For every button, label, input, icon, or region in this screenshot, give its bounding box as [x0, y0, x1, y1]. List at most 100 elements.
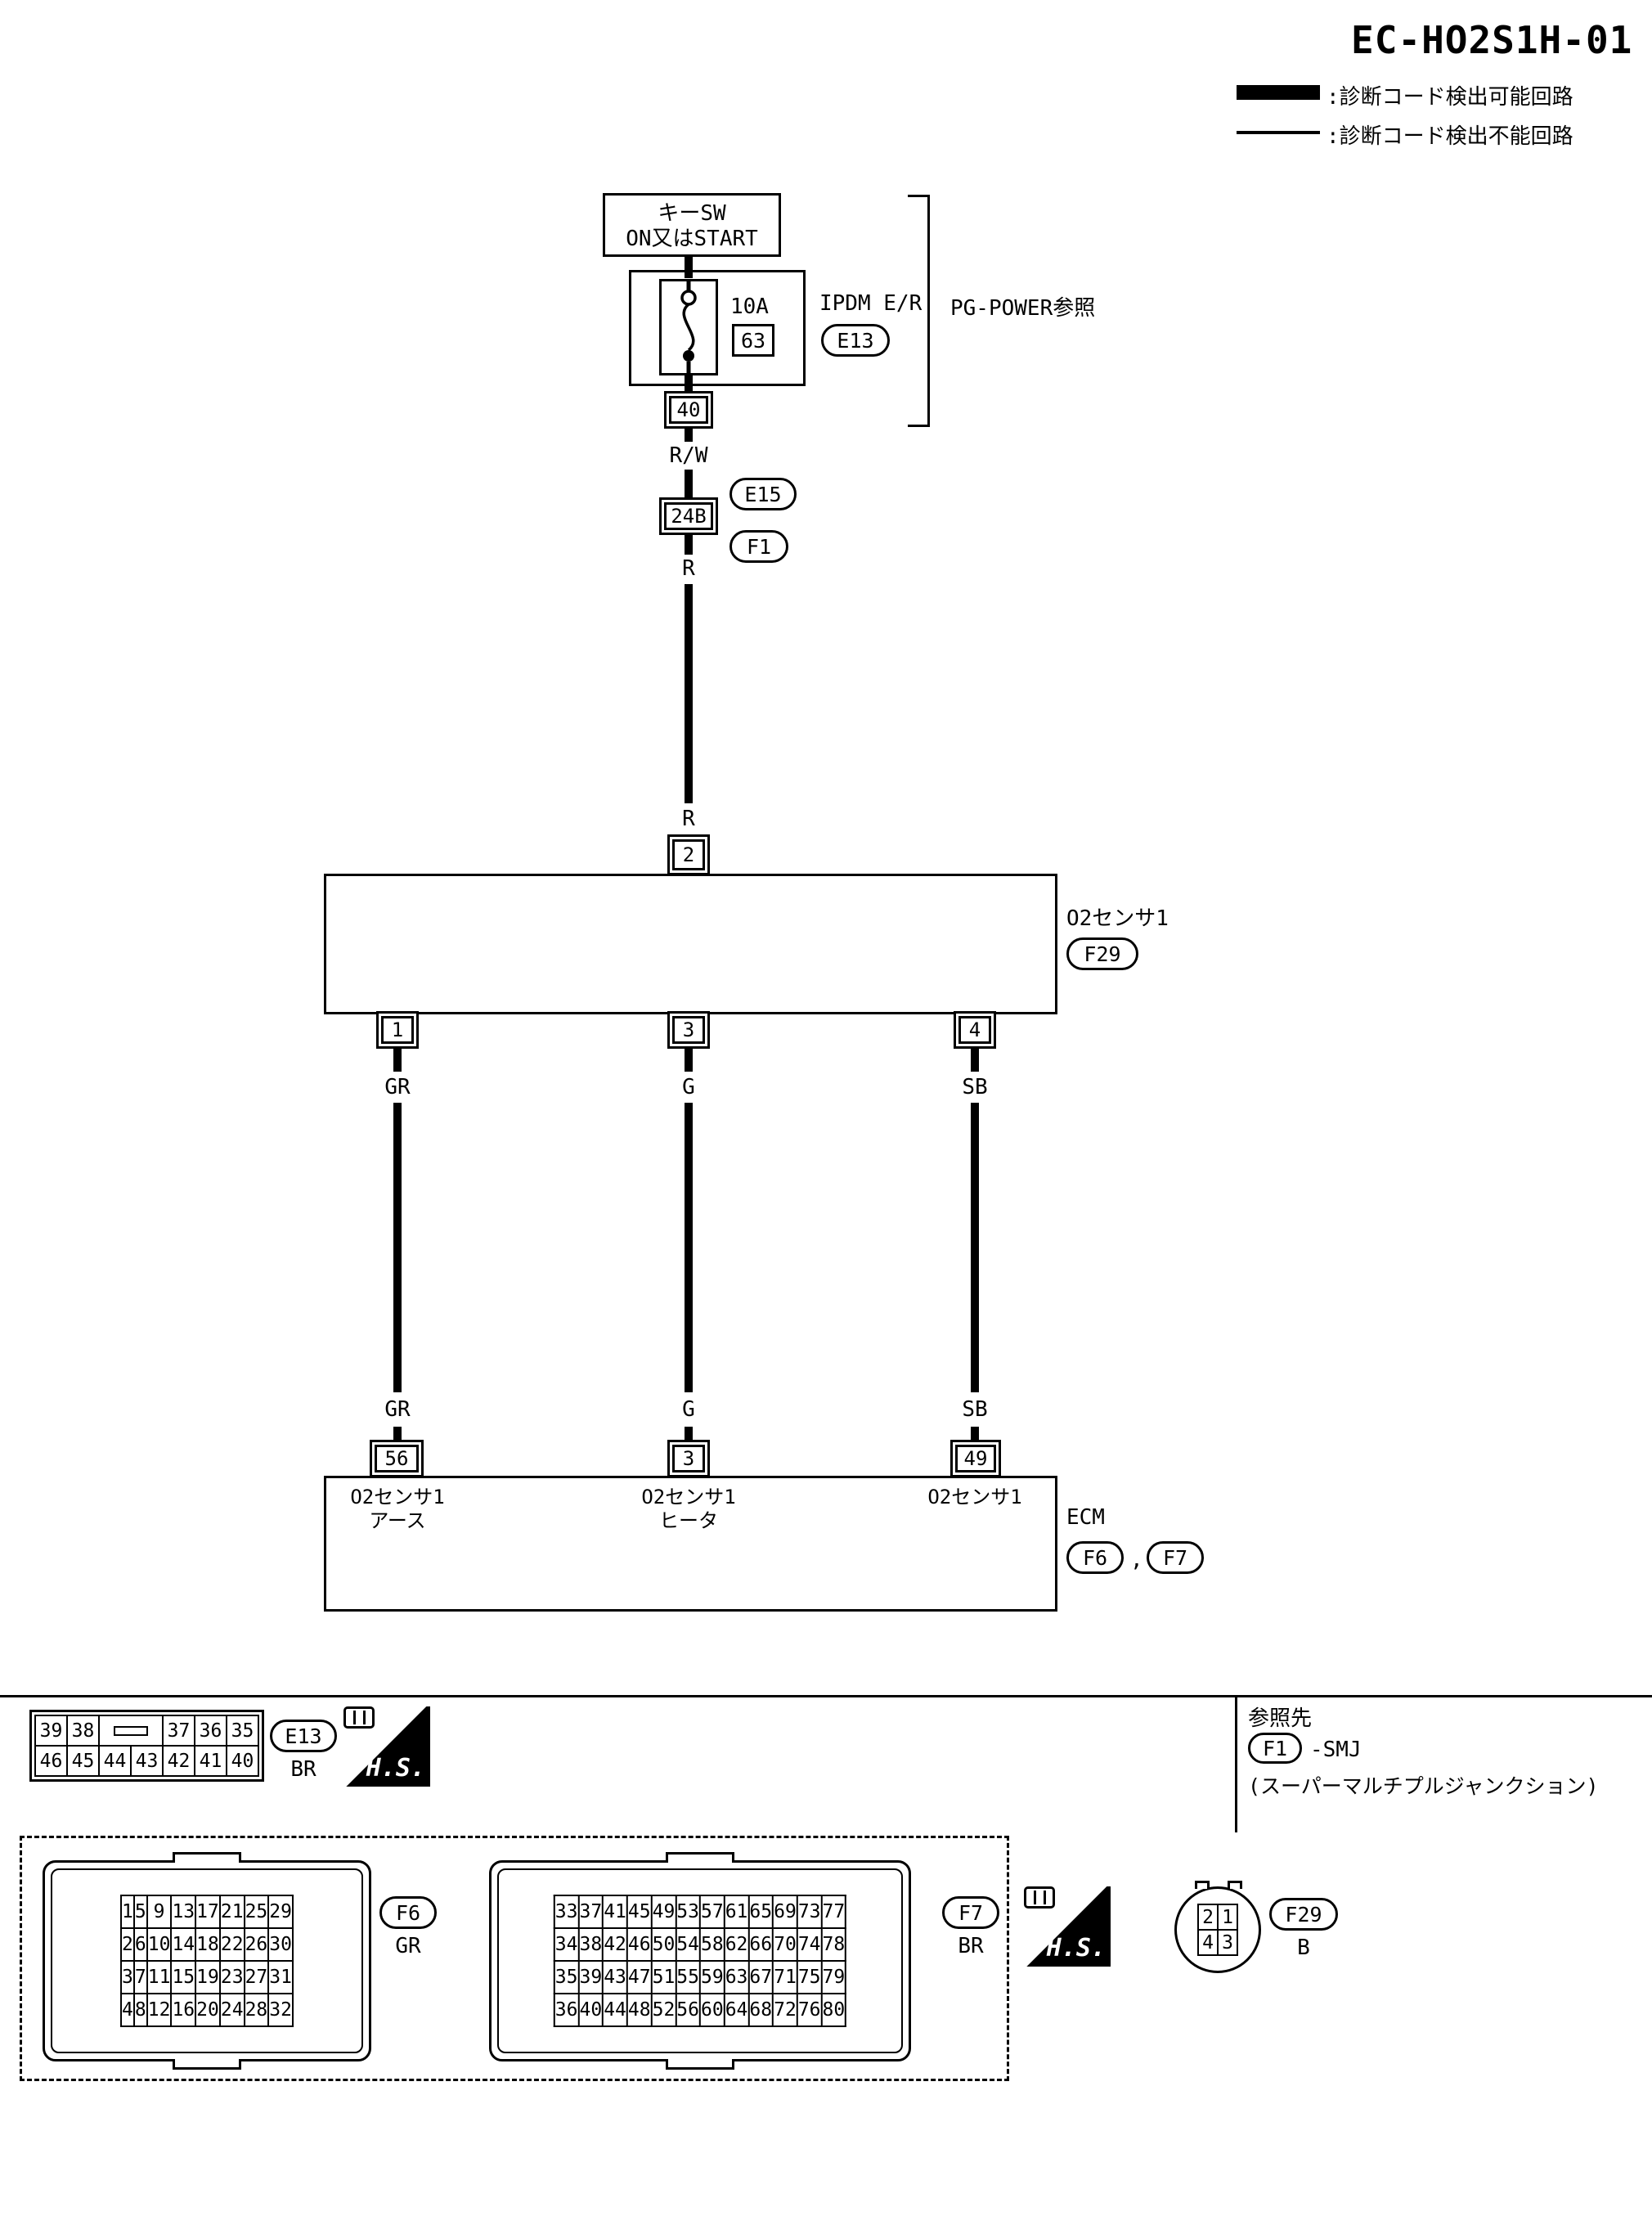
pin-cell: 17: [195, 1895, 221, 1929]
pin-cell: 71: [772, 1960, 798, 1994]
bracket-tick-top: [908, 195, 929, 197]
hs-label: H.S.: [1046, 1934, 1106, 1962]
pin-cell: 62: [723, 1927, 750, 1962]
wire-gr-segment: [393, 1049, 402, 1072]
pin-cell: 64: [723, 1993, 750, 2027]
pin-cell: 13: [170, 1895, 197, 1929]
pin-cell: 59: [699, 1960, 725, 1994]
pin-cell: 51: [650, 1960, 677, 1994]
housing-tab: [1228, 1881, 1242, 1889]
pin-cell: 3: [120, 1960, 135, 1994]
pin-2-box: 2: [667, 834, 710, 875]
connector-f6-color-label: GR: [395, 1934, 421, 1958]
legend-detectable-label: :診断コード検出可能回路: [1327, 85, 1573, 110]
pin-cell: 50: [650, 1927, 677, 1962]
pin-cell: 4: [1197, 1929, 1219, 1956]
pin-cell: 47: [626, 1960, 653, 1994]
pin-cell: 78: [820, 1927, 847, 1962]
pin-cell: 42: [602, 1927, 628, 1962]
pg-power-reference-label: PG-POWER参照: [950, 296, 1096, 321]
hs-label: H.S.: [366, 1754, 425, 1783]
harness-side-icon: H.S.: [343, 1706, 430, 1787]
wire-sb-segment: [971, 1427, 979, 1443]
key-switch-line1: キーSW: [658, 201, 726, 226]
legend-thick-line-sample: [1237, 85, 1320, 100]
connector-f7-color-label: BR: [958, 1934, 984, 1958]
pin-cell: 44: [98, 1745, 132, 1777]
pin-cell: 53: [675, 1895, 701, 1929]
pin-cell: 73: [796, 1895, 823, 1929]
pin-cell: 1: [120, 1895, 135, 1929]
ecm-box: [324, 1476, 1057, 1612]
connector-f7-view-oval: F7: [942, 1896, 999, 1929]
key-switch-box: キーSW ON又はSTART: [603, 193, 781, 257]
pin-cell: 37: [162, 1715, 195, 1747]
reference-heading: 参照先: [1248, 1706, 1313, 1731]
pin-cell: 41: [602, 1895, 628, 1929]
pin-cell: 34: [553, 1927, 580, 1962]
pin-cell: 74: [796, 1927, 823, 1962]
pin-cell: 43: [130, 1745, 164, 1777]
wire-gr-segment: [393, 1427, 402, 1443]
ecm-terminal-signal-label: O2センサ1: [927, 1486, 1022, 1508]
pin-cell: 29: [267, 1895, 294, 1929]
wire-color-g-label: G: [682, 1075, 695, 1099]
pin-cell: 10: [146, 1927, 173, 1962]
wire-sb-segment: [971, 1103, 979, 1392]
pin-cell: 30: [267, 1927, 294, 1962]
pin-cell: 36: [553, 1993, 580, 2027]
pin-40-box: 40: [664, 391, 713, 429]
pin-3-box: 3: [667, 1011, 710, 1049]
connector-e15-oval: E15: [729, 478, 797, 510]
wire-r-segment: [685, 535, 693, 555]
pin-cell: 25: [243, 1895, 270, 1929]
connector-e13-oval: E13: [821, 324, 890, 357]
wire-sb-segment: [971, 1049, 979, 1072]
pin-cell: 37: [577, 1895, 604, 1929]
section-divider: [0, 1695, 1652, 1697]
pin-cell: 68: [747, 1993, 774, 2027]
ecm-pin-3-box: 3: [667, 1440, 710, 1477]
power-wire-segment: [685, 257, 693, 278]
connector-f29-oval: F29: [1066, 937, 1138, 970]
pin-cell: 43: [602, 1960, 628, 1994]
reference-target-label: -SMJ: [1310, 1738, 1362, 1762]
pin-cell: 72: [772, 1993, 798, 2027]
housing-tab: [666, 2059, 734, 2070]
pin-cell: 7: [132, 1960, 148, 1994]
pin-cell: 61: [723, 1895, 750, 1929]
pin-cell: 35: [226, 1715, 259, 1747]
pin-cell: 26: [243, 1927, 270, 1962]
pin-cell: [98, 1715, 164, 1747]
pin-cell: 60: [699, 1993, 725, 2027]
pin-cell: 40: [226, 1745, 259, 1777]
pin-cell: 77: [820, 1895, 847, 1929]
pin-cell: 18: [195, 1927, 221, 1962]
ipdm-label: IPDM E/R: [819, 291, 923, 316]
reference-note-label: (スーパーマルチプルジャンクション): [1248, 1774, 1599, 1798]
bracket-tick-bottom: [908, 425, 929, 427]
pin-cell: 32: [267, 1993, 294, 2027]
pin-cell: 36: [194, 1715, 227, 1747]
junction-24b-box: 24B: [659, 497, 718, 535]
wire-color-sb-label: SB: [962, 1397, 988, 1422]
ecm-terminal-ground-label: O2センサ1 アース: [332, 1486, 463, 1533]
pin-cell: 58: [699, 1927, 725, 1962]
keyway-icon: [114, 1726, 148, 1736]
ecm-name-label: ECM: [1066, 1505, 1105, 1530]
pin-cell: 23: [218, 1960, 245, 1994]
pin-cell: 31: [267, 1960, 294, 1994]
fuse-rating-label: 10A: [730, 294, 769, 319]
pin-cell: 46: [34, 1745, 68, 1777]
ecm-terminal-ground-line2: アース: [369, 1509, 426, 1532]
wire-rw-segment: [685, 429, 693, 442]
